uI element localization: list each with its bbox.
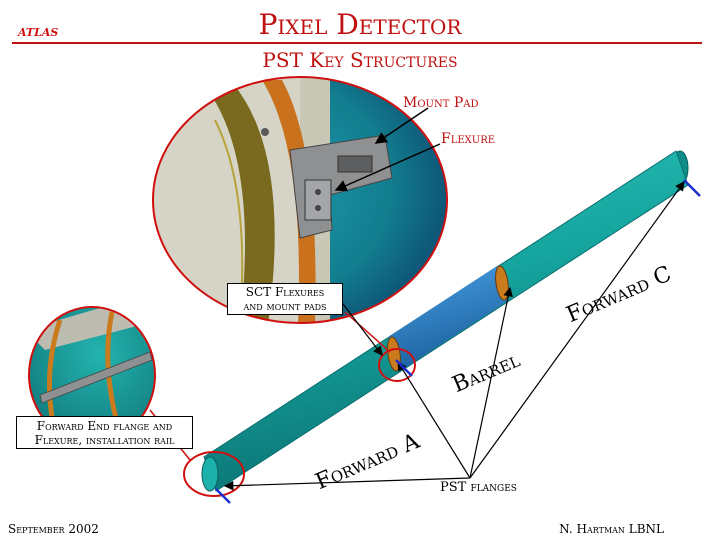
arrow-mount-pad bbox=[374, 107, 429, 144]
title-divider bbox=[12, 42, 702, 44]
slide-title: Pixel Detector bbox=[258, 8, 462, 41]
label-flexure: Flexure bbox=[441, 131, 496, 147]
arrow-flange-barrel bbox=[397, 360, 471, 479]
tube-end-cap-a bbox=[201, 456, 219, 492]
footer-date: September 2002 bbox=[8, 522, 99, 536]
slide-subtitle: PST Key Structures bbox=[262, 48, 458, 72]
pst-tube bbox=[201, 150, 689, 492]
arrow-flexure bbox=[334, 143, 441, 192]
highlight-barrel-flange bbox=[378, 348, 416, 382]
atlas-logo: atlas bbox=[18, 22, 59, 40]
barrel-section bbox=[388, 266, 509, 371]
callout-forward-end: Forward End flange and Flexure, installa… bbox=[16, 416, 193, 449]
callout-sct-line2: and mount pads bbox=[243, 299, 327, 313]
label-pst-flanges: PST flanges bbox=[440, 480, 517, 495]
arrow-flange-c bbox=[469, 286, 513, 479]
blue-arrow-forward-c bbox=[683, 179, 701, 197]
callout-fwd-line2: Flexure, installation rail bbox=[34, 433, 175, 447]
blue-arrow-forward-a bbox=[215, 488, 231, 504]
callout-sct-flexures: SCT Flexures and mount pads bbox=[227, 283, 343, 315]
label-mount-pad: Mount Pad bbox=[403, 95, 479, 111]
callout-sct-line1: SCT Flexures bbox=[245, 285, 325, 299]
highlight-forward-end bbox=[183, 451, 245, 497]
arrow-flange-end-a bbox=[223, 477, 471, 491]
footer-author: N. Hartman LBNL bbox=[559, 522, 664, 536]
zoom-forward-end bbox=[28, 306, 156, 444]
connector-line-big bbox=[344, 311, 391, 353]
arrow-sct bbox=[339, 299, 383, 356]
blue-arrow-barrel bbox=[395, 359, 413, 377]
callout-fwd-line1: Forward End flange and bbox=[36, 419, 173, 433]
zoom-mount-pad bbox=[152, 76, 448, 324]
arrow-flange-end-c bbox=[469, 181, 685, 479]
